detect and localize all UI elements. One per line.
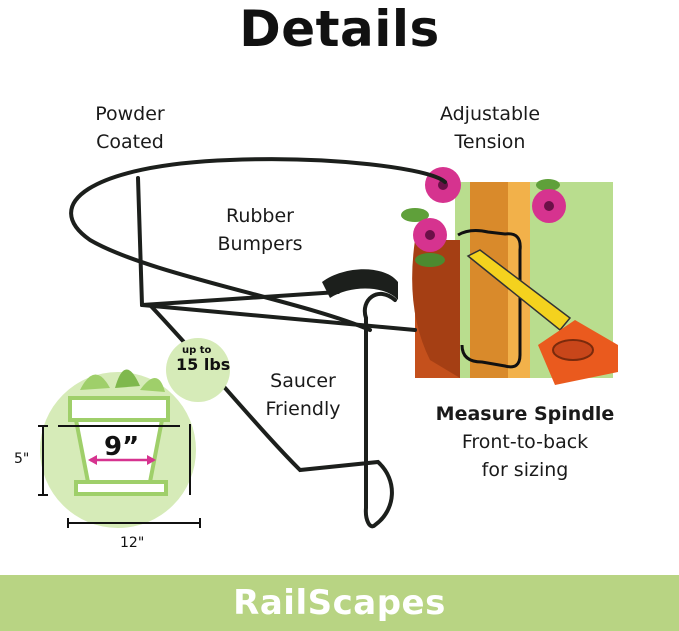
bracket-clamp xyxy=(457,229,522,369)
feature-rubber-bumpers-line2: Bumpers xyxy=(217,233,303,255)
feature-measure-spindle-line2: for sizing xyxy=(481,459,569,481)
hanger-ring xyxy=(69,157,447,332)
hanger-left-post xyxy=(136,176,144,307)
pot-diagram xyxy=(38,338,230,528)
measuring-tape-strip xyxy=(466,249,572,332)
feature-saucer-friendly: Saucer Friendly xyxy=(238,367,368,423)
feature-adjustable-tension-line2: Tension xyxy=(454,131,526,153)
rubber-bumper xyxy=(322,269,398,300)
feature-measure-spindle: Measure Spindle Front-to-back for sizing xyxy=(405,400,645,484)
weight-prefix-label: up to xyxy=(182,345,212,356)
pot-height-label: 5" xyxy=(14,451,30,467)
spindle-illustration xyxy=(401,167,618,385)
weight-value-label: 15 lbs xyxy=(176,355,231,374)
feature-saucer-friendly-line2: Friendly xyxy=(265,398,341,420)
feature-adjustable-tension-line1: Adjustable xyxy=(439,103,541,125)
feature-powder-coated: Powder Coated xyxy=(60,100,200,156)
feature-powder-coated-line2: Coated xyxy=(96,131,164,153)
feature-saucer-friendly-line1: Saucer xyxy=(270,370,336,392)
feature-rubber-bumpers-line1: Rubber xyxy=(225,205,294,227)
hanger-side-bar xyxy=(140,303,417,332)
hanger-hook xyxy=(362,292,397,320)
weight-bubble xyxy=(166,338,230,402)
pot-width-label: 12" xyxy=(120,535,145,551)
feature-measure-spindle-heading: Measure Spindle xyxy=(435,403,615,425)
feature-rubber-bumpers: Rubber Bumpers xyxy=(190,202,330,258)
measuring-tape-dial xyxy=(552,339,594,361)
feature-measure-spindle-line1: Front-to-back xyxy=(461,431,589,453)
feature-powder-coated-line1: Powder xyxy=(95,103,165,125)
feature-adjustable-tension: Adjustable Tension xyxy=(420,100,560,156)
page-title: Details xyxy=(239,0,440,58)
hanger-rear-bar xyxy=(140,290,340,307)
pot-diameter-label: 9” xyxy=(104,432,140,462)
terracotta-pot-shade xyxy=(412,240,460,378)
brand-footer xyxy=(0,575,679,631)
brand-logo: RailScapes xyxy=(233,583,446,623)
